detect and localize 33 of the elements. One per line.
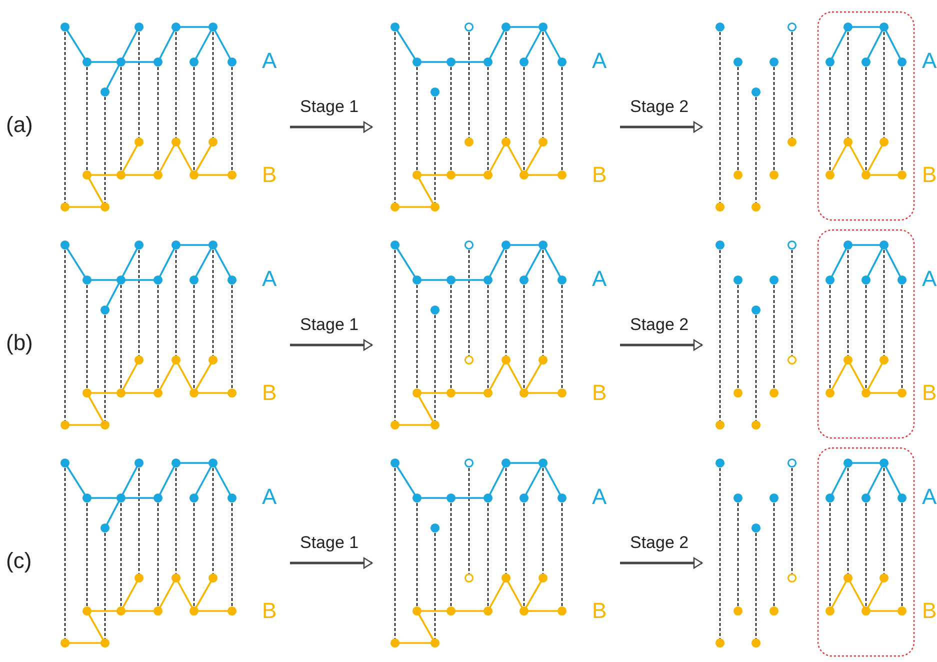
edge-label: Stage 2 (628, 97, 691, 117)
edge-label: Stage 2 (628, 533, 691, 553)
panel-label: (b) (6, 330, 33, 356)
strand-label: B (592, 162, 607, 188)
strand-label: B (262, 162, 277, 188)
panel-label: (a) (6, 112, 33, 138)
strand-label: B (592, 380, 607, 406)
strand-label: A (262, 48, 277, 74)
strand-label: A (592, 48, 607, 74)
stage-arrow (620, 121, 703, 133)
panel-label: (c) (6, 548, 32, 574)
stage-arrow (620, 339, 703, 351)
edge-label: Stage 2 (628, 315, 691, 335)
strand-label: A (922, 484, 937, 510)
strand-label: B (262, 598, 277, 624)
strand-label: A (922, 48, 937, 74)
stage-arrow (620, 557, 703, 569)
strand-label: B (922, 598, 937, 624)
stage-arrow (290, 339, 373, 351)
strand-label: A (592, 484, 607, 510)
strand-label: B (592, 598, 607, 624)
strand-label: A (922, 266, 937, 292)
strand-label: A (262, 266, 277, 292)
strand-label: A (592, 266, 607, 292)
strand-label: A (262, 484, 277, 510)
strand-label: B (922, 162, 937, 188)
edge-label: Stage 1 (298, 315, 361, 335)
stage-arrow (290, 121, 373, 133)
stage-arrow (290, 557, 373, 569)
strand-label: B (922, 380, 937, 406)
strand-label: B (262, 380, 277, 406)
edge-label: Stage 1 (298, 533, 361, 553)
edge-label: Stage 1 (298, 97, 361, 117)
